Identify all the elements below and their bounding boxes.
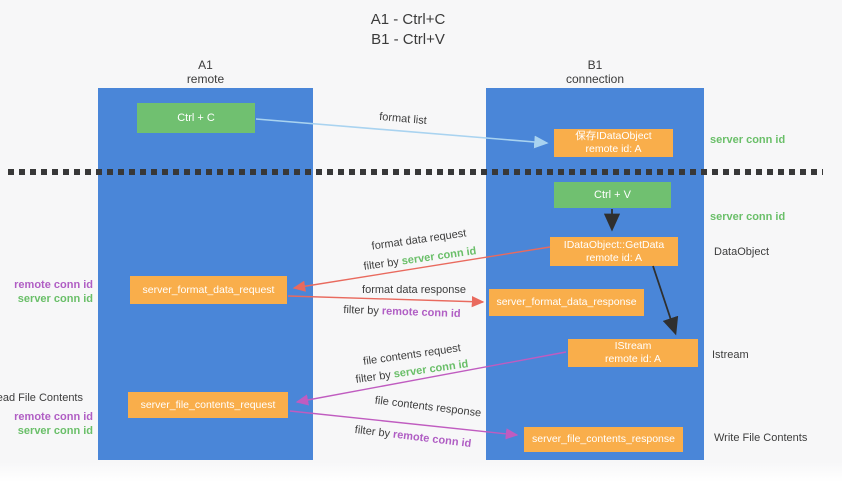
file-contents-response-label: file contents response	[374, 394, 482, 420]
node-save-idataobject: 保存IDataObject remote id: A	[554, 129, 673, 157]
write-file-contents-label: Write File Contents	[714, 432, 808, 444]
diagram-title: A1 - Ctrl+C B1 - Ctrl+V	[0, 10, 816, 50]
filter-by-text: filter by	[343, 303, 380, 318]
ctrl-c-label: Ctrl + C	[177, 111, 215, 124]
dataobject-label: DataObject	[714, 246, 770, 258]
node-idataobject-getdata: IDataObject::GetData remote id: A	[550, 237, 678, 266]
server-format-data-request-label: server_format_data_request	[142, 283, 275, 296]
node-ctrl-c: Ctrl + C	[137, 103, 255, 133]
left-remote-conn-id-label-2: remote conn id	[14, 411, 93, 423]
lane-header-a1: A1 remote	[98, 58, 313, 86]
istream-side-label: Istream	[712, 349, 749, 361]
session-divider-dashed-line	[8, 169, 823, 175]
lane-header-b1: B1 connection	[486, 58, 704, 86]
remote-conn-id-text: remote conn id	[392, 428, 472, 451]
getdata-line1: IDataObject::GetData	[563, 238, 665, 251]
lane-a1-name: A1	[198, 58, 213, 72]
right-server-conn-id-label-top: server conn id	[710, 134, 786, 146]
save-idataobject-line1: 保存IDataObject	[575, 130, 652, 142]
lane-b1-name: B1	[587, 58, 603, 72]
lane-b1-role: connection	[565, 72, 625, 86]
save-idataobject-line2: remote id: A	[585, 143, 642, 155]
filter-by-text: filter by	[354, 423, 391, 441]
remote-conn-id-text: remote conn id	[381, 305, 461, 321]
node-istream: IStream remote id: A	[568, 339, 698, 367]
istream-line2: remote id: A	[604, 353, 662, 365]
left-server-conn-id-label-2: server conn id	[17, 425, 93, 437]
format-data-response-arrow	[287, 295, 485, 308]
node-server-file-contents-request: server_file_contents_request	[128, 392, 288, 418]
node-server-format-data-request: server_format_data_request	[130, 276, 287, 304]
title-line-2: B1 - Ctrl+V	[371, 31, 445, 48]
title-line-1: A1 - Ctrl+C	[370, 11, 446, 28]
server-file-contents-response-label: server_file_contents_response	[531, 433, 675, 445]
left-server-conn-id-label-1: server conn id	[17, 293, 93, 305]
format-data-response-label: format data response	[362, 284, 466, 296]
left-remote-conn-id-label-1: remote conn id	[14, 279, 93, 291]
istream-line1: IStream	[614, 340, 652, 352]
node-server-file-contents-response: server_file_contents_response	[524, 427, 683, 452]
right-server-conn-id-label-mid: server conn id	[710, 211, 786, 223]
node-server-format-data-response: server_format_data_response	[489, 289, 644, 316]
ctrl-v-label: Ctrl + V	[594, 188, 631, 201]
server-conn-id-text: server conn id	[400, 245, 478, 268]
filter-by-text: filter by	[362, 256, 400, 273]
server-file-contents-request-label: server_file_contents_request	[140, 398, 276, 411]
filter-by-text: filter by	[354, 369, 392, 386]
format-list-label: format list	[378, 110, 428, 128]
getdata-line2: remote id: A	[585, 251, 643, 264]
server-format-data-response-label: server_format_data_response	[496, 296, 637, 308]
lane-a1-role: remote	[186, 72, 225, 86]
node-ctrl-v: Ctrl + V	[554, 182, 671, 208]
read-file-contents-label: Read File Contents	[0, 392, 83, 404]
